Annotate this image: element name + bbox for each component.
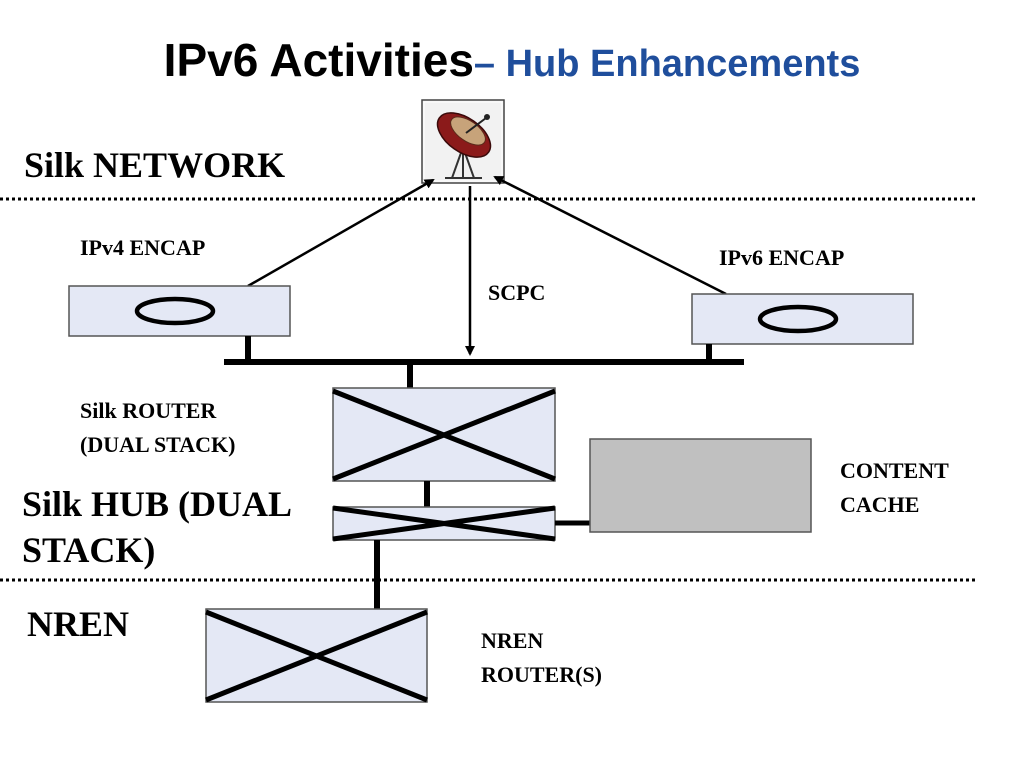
ipv6-encap-box: [691, 293, 914, 345]
zone-label-silk-network: Silk NETWORK: [24, 145, 286, 185]
page-title: IPv6 Activities– Hub Enhancements: [0, 30, 1024, 94]
ipv6-uplink-arrow: [493, 175, 727, 296]
label-content-cache-line1: CONTENT: [840, 458, 949, 483]
zone-label-silk-hub-line1: Silk HUB (DUAL: [22, 484, 293, 524]
satellite-dish-icon: [421, 99, 505, 184]
label-ipv6-encap: IPv6 ENCAP: [719, 245, 845, 270]
label-scpc: SCPC: [488, 280, 546, 305]
ipv4-uplink-arrow: [247, 178, 435, 288]
ipv4-encap-box: [68, 285, 291, 337]
title-subtitle: – Hub Enhancements: [473, 43, 861, 85]
label-ipv4-encap: IPv4 ENCAP: [80, 235, 206, 260]
label-content-cache-line2: CACHE: [840, 492, 920, 517]
label-nren-router-line2: ROUTER(S): [481, 662, 603, 687]
label-silk-router-line1: Silk ROUTER: [80, 398, 217, 423]
silk-router-box: [332, 387, 556, 482]
zone-label-nren: NREN: [27, 604, 130, 644]
label-silk-router-line2: (DUAL STACK): [80, 432, 236, 457]
content-cache-box: [589, 438, 812, 533]
zone-label-silk-hub-line2: STACK): [22, 530, 156, 570]
nren-router-box: [205, 608, 428, 703]
title-main: IPv6 Activities: [163, 34, 474, 86]
silk-hub-switch-box: [332, 505, 556, 542]
label-nren-router-line1: NREN: [481, 628, 544, 653]
